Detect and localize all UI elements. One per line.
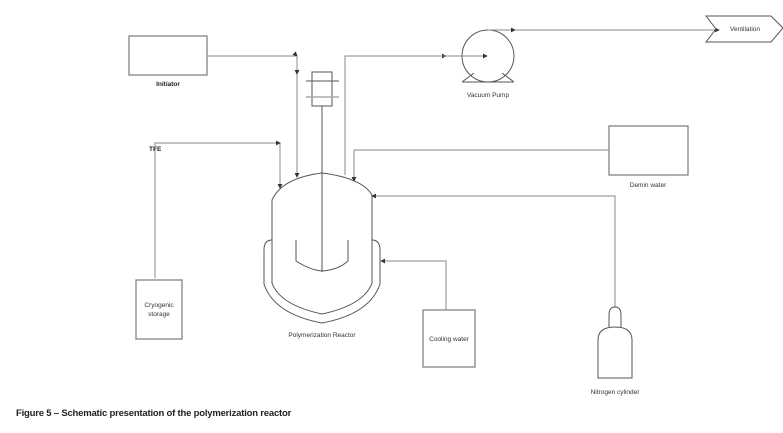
vacuum-pump-label: Vacuum Pump — [467, 92, 510, 99]
impeller — [295, 240, 349, 272]
tfe-line — [154, 142, 281, 278]
agitator-motor-box — [311, 71, 333, 107]
initiator-node: Initiator — [128, 35, 208, 88]
nitrogen-line — [373, 195, 616, 307]
vacuum-line — [344, 55, 418, 175]
ventilation-shape — [704, 15, 783, 43]
polymerization-reactor: Polymerization Reactor — [263, 172, 381, 339]
nitrogen-cylinder-valve — [608, 306, 622, 327]
reactor-body-lower — [271, 242, 373, 315]
cooling-water-box — [422, 309, 476, 368]
nitrogen-cylinder-node: Nitrogen cylinder — [591, 306, 641, 396]
initiator-label: Initiator — [156, 81, 180, 88]
agitator-motor — [306, 71, 339, 272]
cooling-water-label: Cooling water — [429, 336, 470, 343]
cryogenic-storage-label-2: storage — [148, 311, 170, 318]
cryogenic-storage-box — [135, 279, 183, 340]
figure-caption: Figure 5 – Schematic presentation of the… — [16, 408, 292, 419]
reactor-jacket — [263, 239, 381, 324]
cooling-water-node: Cooling water — [422, 309, 476, 368]
demin-water-box — [608, 125, 689, 176]
vacuum-pump-stand — [461, 72, 515, 83]
ventilation-label: Ventilation — [730, 26, 760, 33]
nitrogen-cylinder-label: Nitrogen cylinder — [591, 389, 641, 396]
initiator-feed-line — [207, 51, 298, 176]
reactor-label: Polymerization Reactor — [288, 332, 356, 339]
reactor-walls-upper — [271, 195, 373, 242]
ventilation-node: Ventilation — [704, 15, 783, 43]
cooling-water-line — [381, 260, 447, 310]
demin-water-label: Demin water — [630, 182, 667, 189]
demin-water-node: Demin water — [608, 125, 689, 189]
cryogenic-storage-node: Cryogenic storage — [135, 279, 183, 340]
demin-water-line — [353, 149, 609, 180]
nitrogen-cylinder-body — [597, 326, 633, 379]
cryogenic-storage-label-1: Cryogenic — [144, 302, 174, 309]
initiator-box — [128, 35, 208, 76]
vacuum-pump-node: Vacuum Pump — [448, 29, 515, 99]
